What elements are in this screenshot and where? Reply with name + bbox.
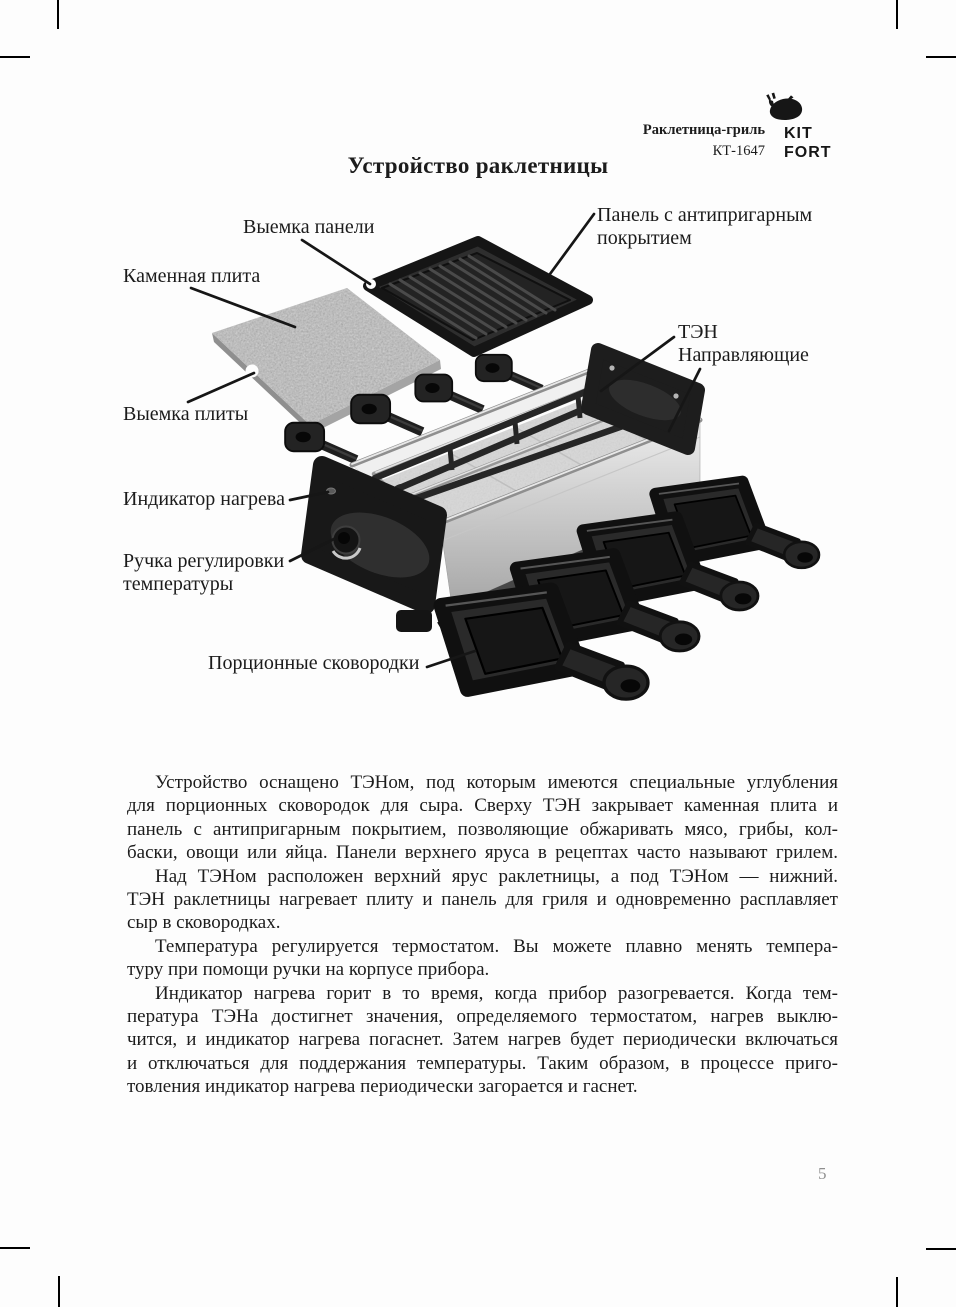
leader-stone-plate (189, 286, 297, 329)
body-line: для порционных сковородок для сыра. Свер… (127, 795, 838, 817)
body-line: товления индикатор нагрева периодически … (127, 1076, 638, 1098)
kitfort-whale-logo-icon (766, 92, 803, 120)
leader-heat-indicator (288, 490, 330, 502)
crop-mark-bottom-left-h (0, 1247, 30, 1249)
header-product-name: Раклетница-гриль (642, 122, 765, 138)
leader-nonstick-panel (548, 212, 596, 276)
label-guides: Направляющие (678, 344, 809, 366)
leader-guides (667, 367, 702, 433)
body-line: Температура регулируется термостатом. Вы… (155, 935, 838, 957)
crop-mark-top-left-v (57, 0, 59, 29)
body-line: баски, овощи или яйца. Панели верхнего я… (127, 842, 838, 864)
body-line: сыр в сковородках. (127, 912, 281, 934)
label-heating-element: ТЭН (678, 321, 718, 343)
label-stone-plate: Каменная плита (123, 265, 261, 287)
body-line: ТЭН раклетницы нагревает плиту и панель … (127, 889, 838, 911)
crop-mark-bottom-right-h (926, 1248, 956, 1250)
body-line: Над ТЭНом расположен верхний ярус раклет… (155, 865, 838, 887)
body-text: Устройство оснащено ТЭНом, под которым и… (127, 771, 838, 1099)
crop-mark-bottom-left-v (58, 1276, 60, 1307)
brand-text-kit: KIT (784, 125, 813, 142)
label-temp-knob: Ручка регулировки температуры (123, 550, 285, 595)
body-line: панель с антипригарным покрытием, позвол… (127, 818, 838, 840)
brand-text-fort: FORT (784, 144, 832, 161)
left-end-cap (301, 456, 473, 651)
right-end-cap (581, 343, 705, 455)
crop-mark-top-left-h (0, 56, 30, 58)
page-number: 5 (818, 1164, 827, 1183)
page-title: Устройство раклетницы (347, 153, 609, 178)
leader-lines (186, 212, 702, 669)
label-heat-indicator: Индикатор нагрева (123, 488, 285, 510)
crop-mark-top-right-v (896, 0, 898, 29)
leader-heating-element (599, 335, 676, 393)
crop-mark-bottom-right-v (896, 1277, 898, 1307)
crop-mark-top-right-h (926, 56, 956, 58)
body-line: и отключаться для поддержания температур… (127, 1052, 838, 1074)
body-line: Индикатор нагрева горит в то время, когд… (155, 982, 838, 1004)
header-model-number: КТ-1647 (712, 143, 765, 159)
grill-panel (363, 236, 593, 357)
body-line: Устройство оснащено ТЭНом, под которым и… (155, 772, 838, 793)
body-line: туру при помощи ручки на корпусе прибора… (127, 959, 490, 981)
body-line: пература ТЭНа достигнет значения, опреде… (127, 1006, 838, 1028)
label-panel-recess: Выемка панели (243, 216, 375, 238)
body-line: чится, и индикатор нагрева погаснет. Зат… (127, 1029, 838, 1051)
leader-panel-recess (300, 238, 372, 286)
leader-plate-recess (186, 371, 256, 404)
leader-portion-pans (425, 649, 477, 669)
label-plate-recess: Выемка плиты (123, 403, 249, 425)
label-portion-pans: Порционные сковородки (208, 652, 420, 674)
label-nonstick-panel: Панель с антипригарным покрытием (597, 204, 813, 249)
leader-temp-knob (288, 537, 336, 563)
